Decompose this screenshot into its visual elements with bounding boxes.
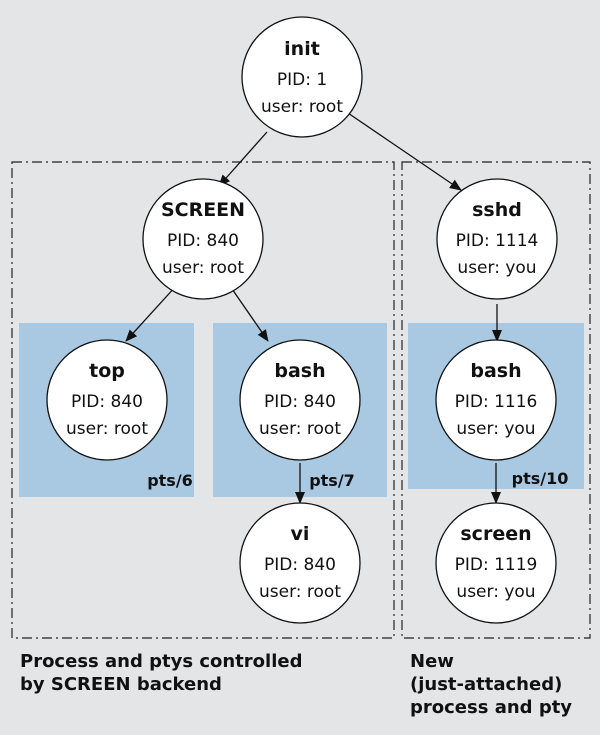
node-pid: PID: 1	[277, 70, 327, 90]
node-init: init PID: 1 user: root	[241, 16, 363, 138]
node-user: user: root	[66, 419, 148, 439]
node-pid: PID: 840	[264, 555, 336, 575]
node-user: user: you	[457, 258, 536, 278]
caption-line: by SCREEN backend	[20, 674, 222, 695]
new-attached-group-box	[401, 161, 591, 639]
node-user: user: root	[261, 97, 343, 117]
node-user: user: root	[259, 582, 341, 602]
node-pid: PID: 1116	[455, 392, 538, 412]
node-bash-left: bash PID: 840 user: root	[239, 339, 361, 461]
node-user: user: root	[259, 419, 341, 439]
node-title: vi	[291, 523, 310, 545]
new-process-caption: New (just-attached) process and pty	[410, 650, 595, 719]
node-title: init	[284, 38, 320, 60]
node-pid: PID: 840	[71, 392, 143, 412]
node-top: top PID: 840 user: root	[46, 339, 168, 461]
edge-screen-to-top	[125, 285, 177, 342]
node-user: user: you	[456, 582, 535, 602]
node-title: bash	[470, 360, 521, 382]
node-pid: PID: 840	[264, 392, 336, 412]
caption-line: Process and ptys controlled	[20, 651, 303, 672]
node-user: user: root	[162, 258, 244, 278]
node-title: bash	[274, 360, 325, 382]
node-sshd: sshd PID: 1114 user: you	[436, 178, 558, 300]
node-pid: PID: 840	[167, 231, 239, 251]
node-title: sshd	[472, 199, 522, 221]
screen-backend-group-box	[11, 161, 395, 639]
node-title: SCREEN	[161, 199, 245, 221]
node-user: user: you	[456, 419, 535, 439]
pty-label-pts10: pts/10	[512, 469, 569, 488]
node-title: top	[89, 360, 125, 382]
caption-line: process and pty	[410, 697, 573, 718]
caption-line: New	[410, 651, 454, 672]
node-bash-right: bash PID: 1116 user: you	[435, 339, 557, 461]
edge-init-to-sshd	[344, 110, 462, 191]
node-pid: PID: 1119	[455, 555, 538, 575]
pty-label-pts6: pts/6	[147, 471, 193, 490]
caption-line: (just-attached)	[410, 674, 563, 695]
screen-backend-caption: Process and ptys controlled by SCREEN ba…	[20, 650, 390, 696]
edge-init-to-screen	[218, 131, 268, 187]
node-title: screen	[460, 523, 531, 545]
edge-screen-to-bash	[229, 285, 269, 342]
node-screen-backend: SCREEN PID: 840 user: root	[142, 178, 264, 300]
node-pid: PID: 1114	[456, 231, 539, 251]
node-vi: vi PID: 840 user: root	[239, 502, 361, 624]
node-screen-client: screen PID: 1119 user: you	[435, 502, 557, 624]
pty-label-pts7: pts/7	[309, 471, 355, 490]
